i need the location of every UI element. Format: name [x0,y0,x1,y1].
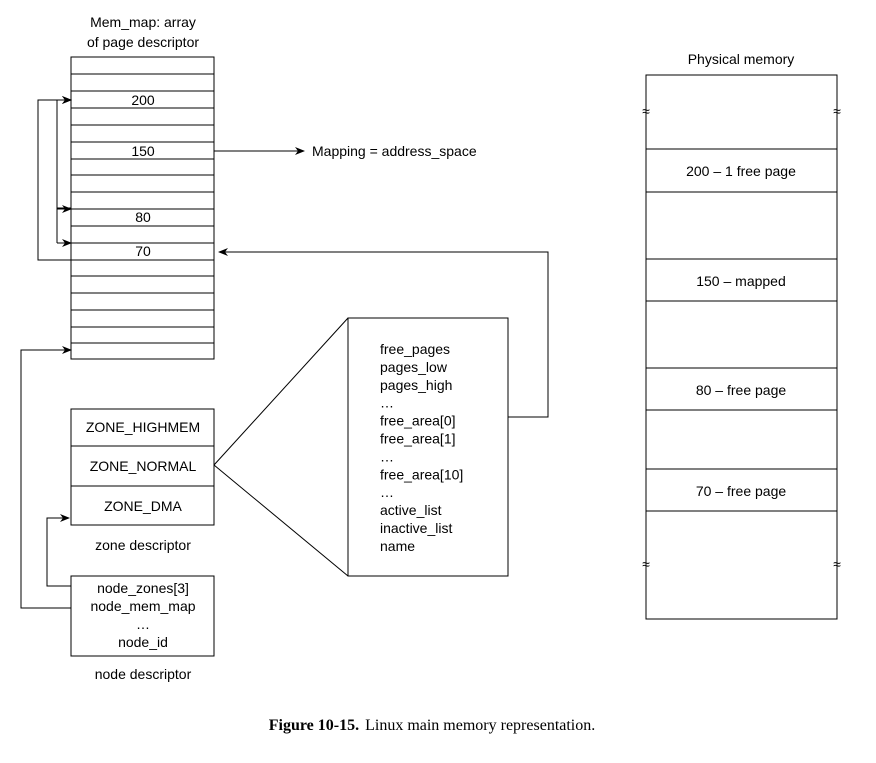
callout-upper-line [213,317,349,466]
mem-map-title-line1: Mem_map: array [90,14,196,30]
link-70-to-200 [37,96,72,261]
zone-field-item: … [380,484,394,500]
mapping-label: Mapping = address_space [312,143,477,159]
node-mem-map-arrow [20,346,72,609]
break-mark-top-right: ≈ [833,103,841,119]
break-mark-top-left: ≈ [642,103,650,119]
zone-descriptor-box [70,408,215,526]
zone-field-item: name [380,538,415,554]
mem-map-entry-80: 80 [135,209,151,225]
zone-field-item: free_area[10] [380,466,463,482]
physical-memory: 200 – 1 free page 150 – mapped 80 – free… [645,74,838,620]
zone-fields-box [347,317,509,577]
node-descriptor-field: node_id [118,634,168,650]
node-descriptor-caption: node descriptor [95,666,192,682]
mem-map-entry-200: 200 [131,92,155,108]
callout-lower-line [213,464,349,577]
figure-caption-text: Linux main memory representation. [365,717,595,734]
free-list-links [37,96,72,261]
zone-field-item: … [380,395,394,411]
figure-caption-label: Figure 10-15. [269,717,359,734]
node-descriptor-fields: node_zones[3] node_mem_map … node_id [90,580,195,650]
break-mark-bottom-right: ≈ [833,556,841,572]
break-mark-bottom-left: ≈ [642,556,650,572]
link-80-to-200 [56,96,72,209]
physical-memory-frame [645,74,838,620]
mem-map-row-lines [71,73,214,344]
mem-map-entry-150: 150 [131,143,155,159]
zone-field-item: free_area[1] [380,431,456,447]
mem-map-title-line2: of page descriptor [87,34,199,50]
zone-field-item: … [380,448,394,464]
free-area-to-70-arrow [218,248,549,418]
zone-descriptor-caption: zone descriptor [95,537,191,553]
zone-field-item: inactive_list [380,520,452,536]
zone-dma: ZONE_DMA [104,498,182,514]
physical-memory-title: Physical memory [688,51,795,67]
mem-map-array [70,56,215,360]
zone-field-item: pages_low [380,359,448,375]
node-descriptor-box [70,575,215,657]
node-descriptor-field: node_zones[3] [97,580,189,596]
zone-field-item: pages_high [380,377,452,393]
zone-fields-list: free_pagespages_lowpages_high…free_area[… [380,341,463,554]
node-descriptor-field: … [136,616,150,632]
figure-caption: Figure 10-15. Linux main memory represent… [269,717,596,734]
phys-page-70: 70 – free page [696,483,787,499]
break-marks: ≈ ≈ ≈ ≈ [642,103,841,572]
link-80-entry [56,205,72,220]
zone-field-item: free_area[0] [380,413,456,429]
zone-field-item: free_pages [380,341,450,357]
zone-field-item: active_list [380,502,442,518]
mem-map-entry-70: 70 [135,243,151,259]
phys-page-200: 200 – 1 free page [686,163,796,179]
zone-normal: ZONE_NORMAL [90,458,197,474]
phys-page-150: 150 – mapped [696,273,786,289]
mem-map-frame [70,56,215,360]
node-zones-arrow [46,514,71,587]
zone-descriptor: ZONE_HIGHMEM ZONE_NORMAL ZONE_DMA [70,408,215,526]
node-descriptor-field: node_mem_map [90,598,195,614]
zone-highmem: ZONE_HIGHMEM [86,419,200,435]
phys-page-80: 80 – free page [696,382,787,398]
